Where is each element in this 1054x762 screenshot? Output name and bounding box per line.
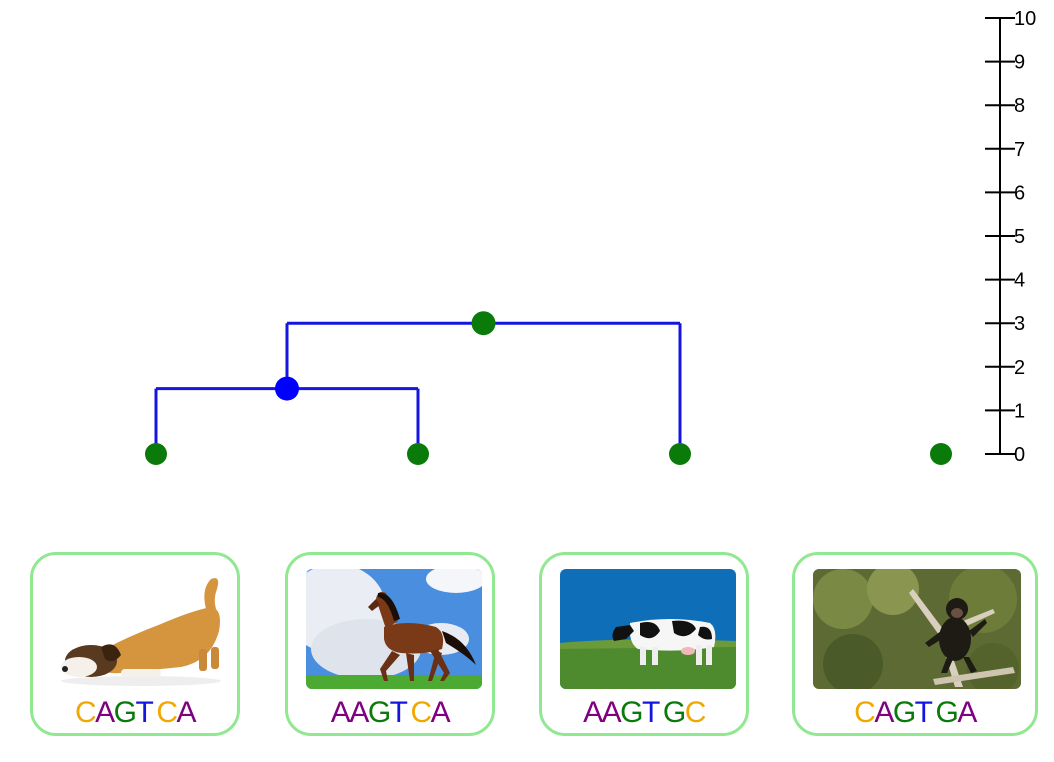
- nucleotide-T: T: [389, 696, 408, 729]
- nucleotide-A: A: [176, 696, 197, 729]
- nucleotide-C: C: [854, 696, 876, 729]
- nucleotide-G: G: [113, 696, 137, 729]
- nucleotide-C: C: [74, 696, 97, 729]
- internal-node: [275, 376, 299, 401]
- dog-icon: [51, 569, 227, 689]
- axis-tick-label: 0: [1014, 444, 1025, 466]
- nucleotide-C: C: [156, 696, 178, 729]
- nucleotide-A: A: [430, 696, 451, 729]
- axis-tick-label: 2: [1014, 357, 1025, 379]
- nucleotide-G: G: [367, 696, 391, 729]
- nucleotide-A: A: [349, 696, 369, 729]
- leaf-node-horse: [407, 443, 429, 465]
- nucleotide-G: G: [935, 696, 959, 729]
- nucleotide-T: T: [914, 696, 933, 729]
- nucleotide-G: G: [662, 696, 686, 729]
- chimpanzee-icon: [813, 569, 1021, 689]
- axis-tick-label: 1: [1014, 400, 1025, 422]
- nucleotide-A: A: [583, 696, 603, 729]
- nucleotide-A: A: [601, 696, 622, 729]
- axis-tick-label: 6: [1014, 182, 1025, 204]
- root-node: [471, 311, 496, 336]
- cow-icon: [560, 569, 736, 689]
- axis-tick-label: 4: [1014, 270, 1025, 292]
- leaf-node-dog: [145, 443, 167, 465]
- axis-tick-label: 5: [1014, 226, 1025, 248]
- nucleotide-A: A: [957, 696, 977, 729]
- nucleotide-A: A: [95, 696, 115, 729]
- nucleotide-C: C: [684, 696, 707, 729]
- nucleotide-G: G: [892, 696, 916, 729]
- phylogenetic-tree: 0 1 2 3 4 5 6 7 8 9 10: [145, 8, 1036, 466]
- axis-tick-label: 9: [1014, 52, 1025, 74]
- axis-tick-label: 8: [1014, 95, 1025, 117]
- nucleotide-T: T: [642, 696, 660, 729]
- tree-nodes: [145, 311, 952, 465]
- nucleotide-G: G: [620, 696, 643, 729]
- nucleotide-C: C: [410, 696, 433, 729]
- leaf-node-cow: [669, 443, 691, 465]
- axis-tick-label: 7: [1014, 139, 1025, 161]
- tree-branches: [154, 321, 682, 454]
- nucleotide-A: A: [330, 696, 351, 729]
- nucleotide-A: A: [874, 696, 894, 729]
- nucleotide-T: T: [135, 696, 154, 729]
- height-axis: 0 1 2 3 4 5 6 7 8 9 10: [985, 8, 1036, 466]
- leaf-node-chimp: [930, 443, 952, 465]
- axis-tick-label: 3: [1014, 313, 1025, 335]
- axis-tick-label: 10: [1014, 8, 1036, 30]
- horse-icon: [306, 569, 482, 689]
